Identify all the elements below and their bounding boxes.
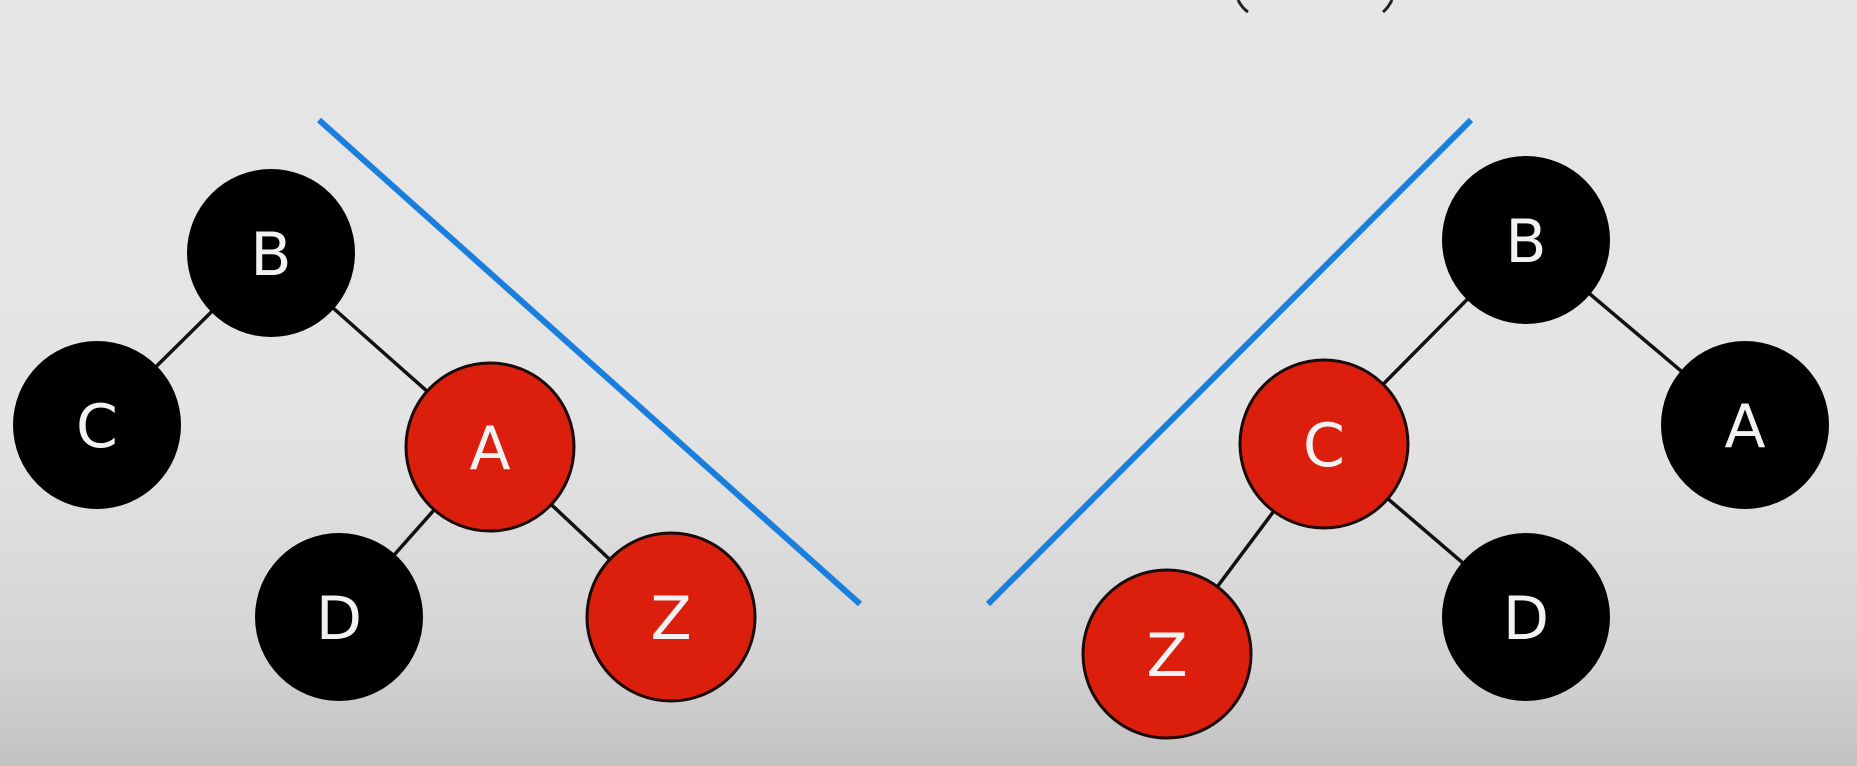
right-tree-node-c-circle (1238, 358, 1410, 530)
left-tree-node-c-label: C (76, 392, 118, 462)
left-tree-node-z-label: Z (650, 584, 691, 654)
partial-arc-right (1382, 0, 1394, 14)
divider-line-right (985, 117, 1474, 607)
left-tree-node-d: D (255, 533, 423, 701)
divider-line-left (316, 117, 863, 607)
right-tree-node-a-label: A (1724, 392, 1765, 462)
right-tree-node-z: Z (1081, 568, 1253, 740)
left-tree-node-d-label: D (316, 584, 362, 654)
right-tree-node-a-circle (1661, 341, 1829, 509)
right-tree-node-b-circle (1442, 156, 1610, 324)
left-tree-node-b-label: B (250, 220, 291, 290)
right-tree-node-c-label: C (1303, 411, 1345, 481)
right-tree-node-d-circle (1442, 533, 1610, 701)
left-tree-node-a-circle (404, 361, 576, 533)
left-tree-node-b-circle (187, 169, 355, 337)
right-tree-node-c: C (1238, 358, 1410, 530)
right-tree-node-d-label: D (1503, 584, 1549, 654)
left-tree-node-a: A (404, 361, 576, 533)
left-tree-node-a-label: A (469, 414, 510, 484)
right-tree-node-z-circle (1081, 568, 1253, 740)
left-tree-node-c-circle (13, 341, 181, 509)
left-tree-node-z: Z (585, 531, 757, 703)
right-tree-node-d: D (1442, 533, 1610, 701)
right-tree-node-z-label: Z (1146, 621, 1187, 691)
partial-arc-left (1236, 0, 1249, 14)
left-tree-node-z-circle (585, 531, 757, 703)
left-tree-node-b: B (187, 169, 355, 337)
left-tree-node-d-circle (255, 533, 423, 701)
left-tree-node-c: C (13, 341, 181, 509)
right-tree-node-b-label: B (1505, 207, 1546, 277)
nodes-layer: B C A D Z B C A Z D (13, 156, 1829, 740)
right-tree-node-b: B (1442, 156, 1610, 324)
right-tree-node-a: A (1661, 341, 1829, 509)
